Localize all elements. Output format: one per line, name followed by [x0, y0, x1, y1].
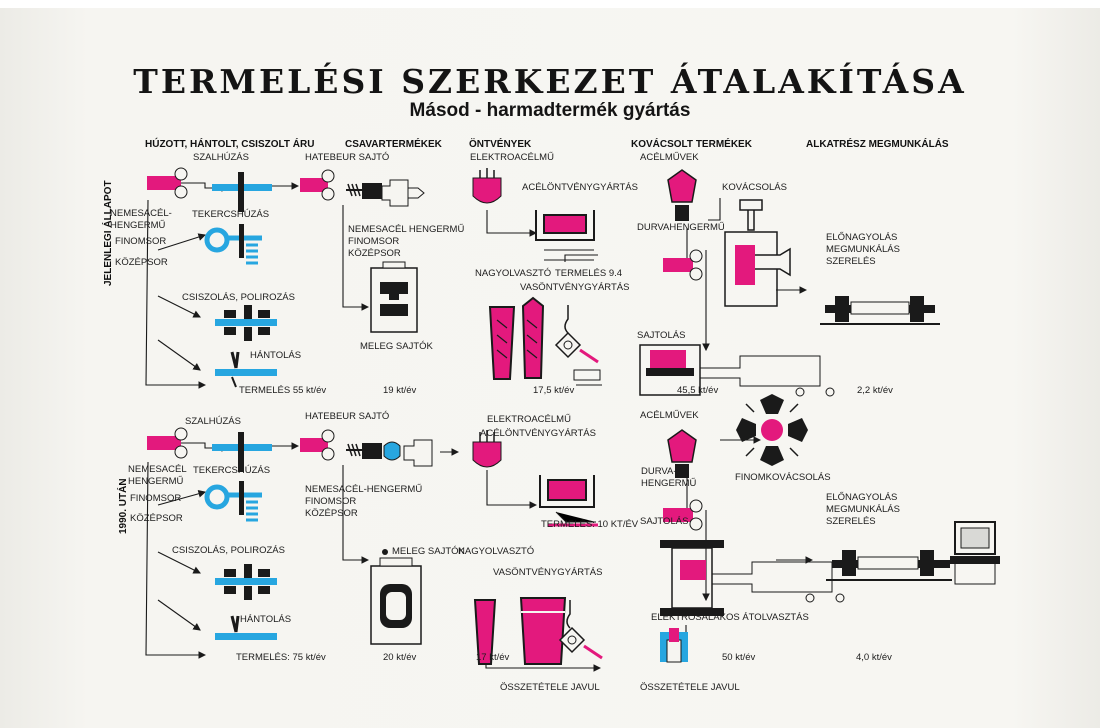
label-production-machining-bottom: 4,0 kt/év — [856, 652, 892, 663]
column-header-screw-products: CSAVARTERMÉKEK — [345, 139, 442, 150]
label-medium-mill-bottom: KÖZÉPSOR — [130, 513, 183, 524]
label-stainless-mill-bottom: NEMESACÉL HENGERMŰ — [128, 464, 187, 487]
label-stainless-mill2-top: NEMESACÉL HENGERMŰ FINOMSOR KÖZÉPSOR — [348, 224, 465, 259]
label-production-forged-bottom: 50 kt/év — [722, 652, 756, 663]
page-title: TERMELÉSI SZERKEZET ÁTALAKÍTÁSA — [133, 62, 967, 101]
label-grinding-bottom: CSISZOLÁS, POLIROZÁS — [172, 545, 285, 556]
label-steelworks-top: ACÉLMŰVEK — [640, 152, 699, 163]
label-production-castings-bottom: 17 kt/év — [476, 652, 510, 663]
label-machining-bottom: ELŐNAGYOLÁS MEGMUNKÁLÁS SZERELÉS — [826, 492, 900, 527]
column-header-drawn-products: HÚZOTT, HÁNTOLT, CSISZOLT ÁRU — [145, 139, 315, 150]
label-peeling-bottom: HÁNTOLÁS — [240, 614, 292, 625]
label-grinding-top: CSISZOLÁS, POLIROZÁS — [182, 292, 295, 303]
label-machining-top: ELŐNAGYOLÁS MEGMUNKÁLÁS SZERELÉS — [826, 232, 900, 267]
label-blast-furnace-bottom: NAGYOLVASZTÓ — [458, 546, 535, 557]
scan-border — [0, 0, 1100, 8]
label-production-94-top: TERMELÉS 9.4 — [555, 268, 623, 279]
label-electric-steelworks-top: ELEKTROACÉLMŰ — [470, 152, 554, 163]
column-header-castings: ÖNTVÉNYEK — [469, 139, 532, 150]
label-blast-furnace-top: NAGYOLVASZTÓ — [475, 268, 552, 279]
label-fine-mill-top: FINOMSOR — [115, 236, 167, 247]
label-iron-casting-bottom: VASÖNTVÉNYGYÁRTÁS — [493, 567, 603, 578]
label-forging-top: KOVÁCSOLÁS — [722, 182, 787, 193]
label-coil-drawing-bottom: TEKERCSHÚZÁS — [193, 465, 271, 476]
label-coil-drawing-top: TEKERCSHÚZÁS — [192, 209, 270, 220]
label-production-forged-top: 45,5 kt/év — [677, 385, 719, 396]
label-esr-bottom: ELEKTROSALAKOS ÁTOLVASZTÁS — [651, 612, 809, 623]
label-production-drawn-bottom: TERMELÉS: 75 kt/év — [236, 652, 326, 663]
label-medium-mill-top: KÖZÉPSOR — [115, 257, 168, 268]
label-warm-presses-top: MELEG SAJTÓK — [360, 341, 433, 352]
label-steel-casting-bottom: ACÉLÖNTVÉNYGYÁRTÁS — [480, 428, 596, 439]
label-wire-drawing-top: SZALHÚZÁS — [193, 152, 249, 163]
column-header-forged-products: KOVÁCSOLT TERMÉKEK — [631, 139, 752, 150]
label-pressing-top: SAJTOLÁS — [637, 330, 686, 341]
label-wire-drawing-bottom: SZALHÚZÁS — [185, 416, 241, 427]
label-iron-casting-top: VASÖNTVÉNYGYÁRTÁS — [520, 282, 630, 293]
label-production-screws-top: 19 kt/év — [383, 385, 417, 396]
label-stainless-mill-top: NEMESACÉL- HENGERMŰ — [110, 208, 172, 231]
label-steel-casting-top: ACÉLÖNTVÉNYGYÁRTÁS — [522, 182, 638, 193]
label-hatebeur-press-bottom: HATEBEUR SAJTÓ — [305, 411, 390, 422]
label-composition-improves-2: ÖSSZETÉTELE JAVUL — [640, 682, 740, 693]
label-composition-improves-1: ÖSSZETÉTELE JAVUL — [500, 682, 600, 693]
label-fine-mill-bottom: FINOMSOR — [130, 493, 182, 504]
label-rough-mill-top: DURVAHENGERMŰ — [637, 222, 725, 233]
label-steelworks-bottom: ACÉLMŰVEK — [640, 410, 699, 421]
label-production-castings-top: 17,5 kt/év — [533, 385, 575, 396]
label-electric-steelworks-bottom: ELEKTROACÉLMŰ — [487, 414, 571, 425]
page-subtitle: Másod - harmadtermék gyártás — [409, 100, 691, 121]
label-rough-mill-bottom: DURVA- HENGERMŰ — [641, 466, 697, 489]
label-warm-presses-bottom: MELEG SAJTÓK — [392, 546, 465, 557]
label-hatebeur-press-top: HATEBEUR SAJTÓ — [305, 152, 390, 163]
label-pressing-bottom: SAJTOLÁS — [640, 516, 689, 527]
label-precision-forging-bottom: FINOMKOVÁCSOLÁS — [735, 472, 831, 483]
label-production-machining-top: 2,2 kt/év — [857, 385, 893, 396]
column-header-part-machining: ALKATRÉSZ MEGMUNKÁLÁS — [806, 139, 949, 150]
label-production-screws-bottom: 20 kt/év — [383, 652, 417, 663]
label-production-10-bottom: TERMELÉS: 10 kt/év — [541, 519, 639, 530]
label-stainless-mill2-bottom: NEMESACÉL-HENGERMŰ FINOMSOR KÖZÉPSOR — [305, 484, 423, 519]
label-peeling-top: HÁNTOLÁS — [250, 350, 302, 361]
label-production-drawn-top: TERMELÉS 55 kt/év — [239, 385, 327, 396]
